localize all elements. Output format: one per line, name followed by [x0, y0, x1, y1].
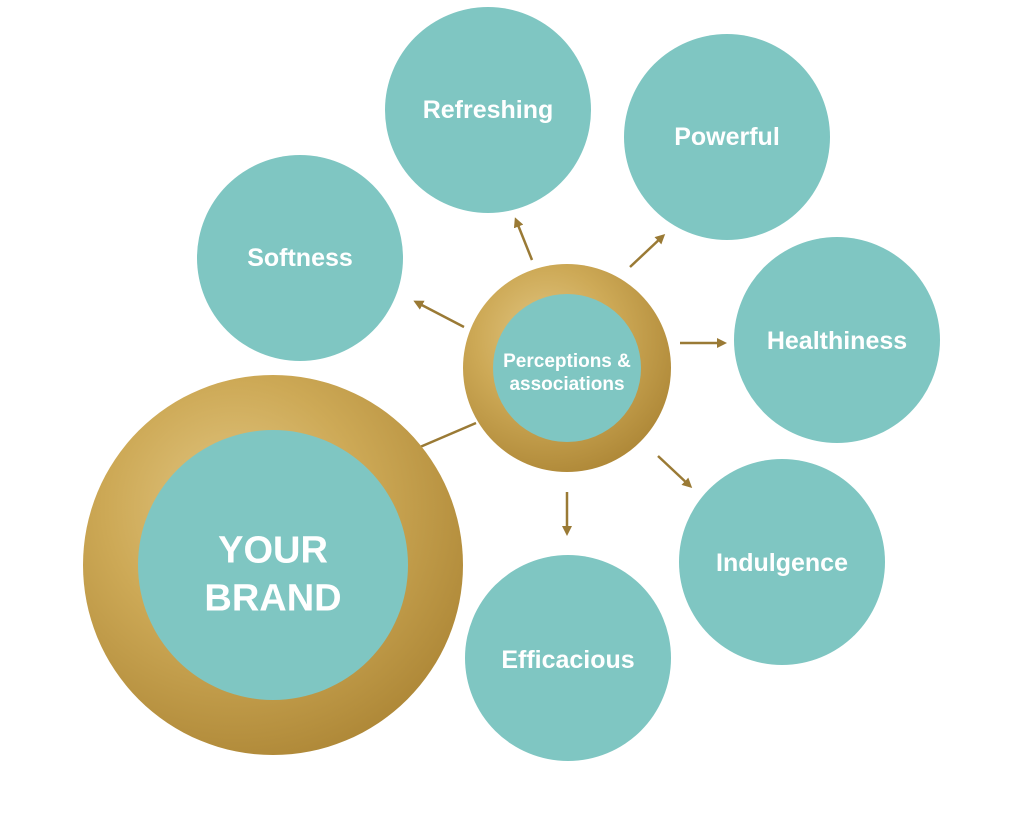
- brand-label-line2: BRAND: [204, 577, 342, 619]
- node-powerful-label: Powerful: [674, 123, 780, 151]
- node-healthiness-label: Healthiness: [766, 327, 908, 355]
- node-healthiness-circle: [734, 237, 940, 443]
- brand-label-line1: YOUR: [218, 529, 328, 572]
- node-softness-label: Softness: [247, 244, 353, 272]
- brand-label: YOUR BRAND: [204, 528, 341, 623]
- center-label-line1: Perceptions &: [503, 351, 631, 373]
- node-efficacious-label: Efficacious: [501, 646, 635, 674]
- brand-teal-circle: [138, 430, 408, 700]
- node-indulgence-label: Indulgence: [716, 549, 848, 577]
- arrow-refreshing: [513, 217, 534, 261]
- node-refreshing-circle: [385, 7, 591, 213]
- arrow-indulgence: [657, 455, 693, 489]
- center-teal-circle: [493, 294, 641, 442]
- arrow-powerful: [629, 233, 666, 268]
- node-powerful-circle: [624, 34, 830, 240]
- node-indulgence-circle: [679, 459, 885, 665]
- node-refreshing-label: Refreshing: [422, 96, 554, 124]
- brand-connector: [419, 421, 477, 449]
- node-efficacious-circle: [465, 555, 671, 761]
- center-label: Perceptions & associations: [503, 351, 631, 397]
- node-softness-circle: [197, 155, 403, 361]
- arrow-softness: [413, 300, 465, 329]
- center-label-line2: associations: [509, 374, 625, 395]
